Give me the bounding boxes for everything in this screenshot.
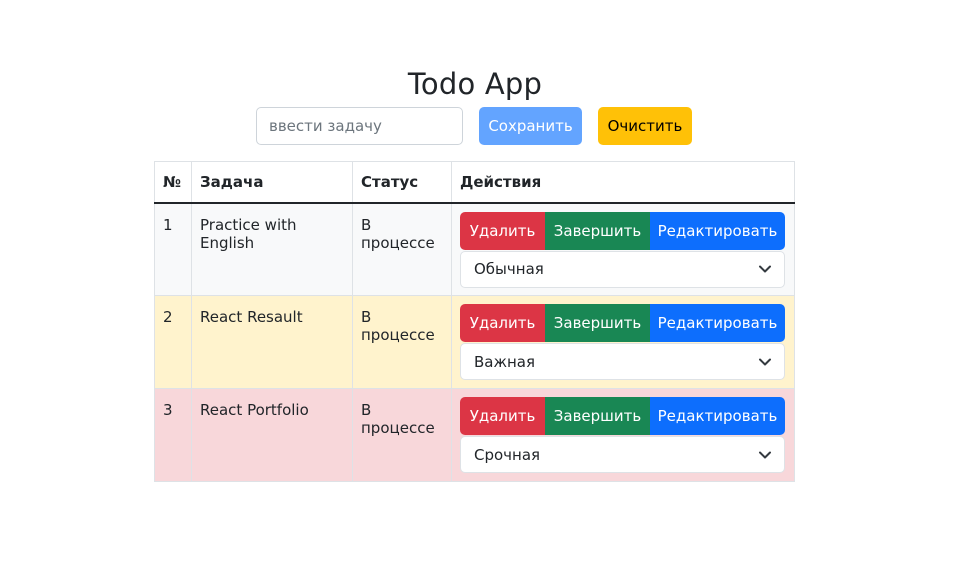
task-status: В процессе	[352, 295, 452, 389]
chevron-down-icon	[759, 265, 771, 273]
task-name: React Portfolio	[191, 388, 353, 482]
column-header-actions: Действия	[451, 161, 795, 204]
table-header-row: № Задача Статус Действия	[154, 161, 795, 204]
edit-button[interactable]: Редактировать	[650, 304, 785, 342]
task-input[interactable]	[256, 107, 463, 145]
task-actions: Удалить Завершить Редактировать Обычная	[451, 202, 795, 296]
edit-button[interactable]: Редактировать	[650, 397, 785, 435]
column-header-task: Задача	[191, 161, 353, 204]
delete-button[interactable]: Удалить	[460, 304, 545, 342]
task-name: React Resault	[191, 295, 353, 389]
todo-table: № Задача Статус Действия 1 Practice with…	[154, 161, 795, 482]
task-name: Practice with English	[191, 202, 353, 296]
complete-button[interactable]: Завершить	[545, 397, 650, 435]
complete-button[interactable]: Завершить	[545, 211, 650, 250]
action-buttons: Удалить Завершить Редактировать	[460, 397, 786, 435]
priority-value: Важная	[474, 352, 536, 371]
task-number: 1	[154, 202, 192, 296]
priority-select[interactable]: Срочная	[460, 436, 785, 473]
table-row: 2 React Resault В процессе Удалить Завер…	[154, 295, 795, 389]
table-row: 3 React Portfolio В процессе Удалить Зав…	[154, 388, 795, 482]
delete-button[interactable]: Удалить	[460, 211, 545, 250]
action-buttons: Удалить Завершить Редактировать	[460, 211, 786, 250]
table-row: 1 Practice with English В процессе Удали…	[154, 202, 795, 296]
task-actions: Удалить Завершить Редактировать Важная	[451, 295, 795, 389]
save-button[interactable]: Сохранить	[479, 107, 582, 145]
priority-select[interactable]: Обычная	[460, 250, 785, 288]
edit-button[interactable]: Редактировать	[650, 211, 785, 250]
task-status: В процессе	[352, 388, 452, 482]
chevron-down-icon	[759, 358, 771, 365]
page-title: Todo App	[407, 67, 543, 101]
priority-select[interactable]: Важная	[460, 343, 785, 380]
delete-button[interactable]: Удалить	[460, 397, 545, 435]
column-header-number: №	[154, 161, 192, 204]
column-header-status: Статус	[352, 161, 452, 204]
task-actions: Удалить Завершить Редактировать Срочная	[451, 388, 795, 482]
priority-value: Обычная	[474, 260, 544, 278]
chevron-down-icon	[759, 451, 771, 458]
task-number: 2	[154, 295, 192, 389]
task-number: 3	[154, 388, 192, 482]
task-status: В процессе	[352, 202, 452, 296]
action-buttons: Удалить Завершить Редактировать	[460, 304, 786, 342]
priority-value: Срочная	[474, 445, 541, 464]
complete-button[interactable]: Завершить	[545, 304, 650, 342]
clear-button[interactable]: Очистить	[598, 107, 692, 145]
